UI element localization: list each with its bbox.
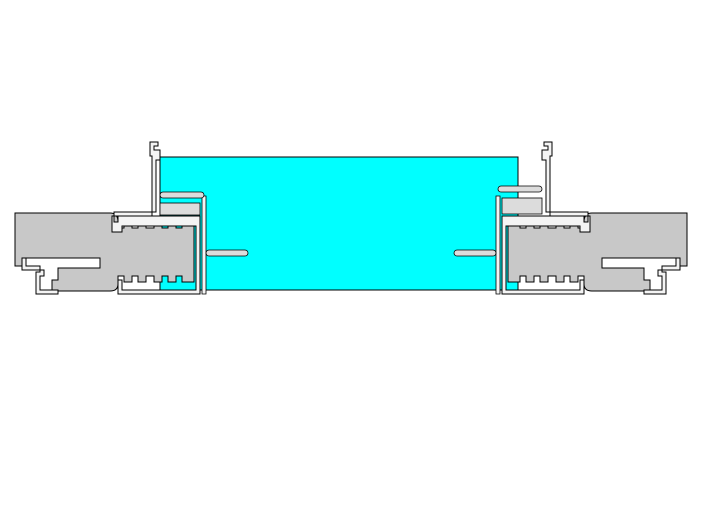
gasket-track-right bbox=[495, 195, 501, 295]
frame-profile-right bbox=[501, 141, 591, 295]
glazing-gasket-left-top bbox=[159, 191, 205, 199]
left-assembly bbox=[14, 141, 249, 295]
glazing-gasket-left-bottom bbox=[205, 249, 249, 257]
frame-nose-left bbox=[21, 257, 59, 295]
right-assembly bbox=[453, 141, 688, 295]
frame-profile-left bbox=[111, 141, 201, 295]
glazing-gasket-left-mid bbox=[159, 202, 201, 216]
glass-pane bbox=[159, 156, 519, 291]
glazing-gasket-right-bottom bbox=[453, 249, 497, 257]
gasket-track-left bbox=[201, 195, 207, 295]
glazing-gasket-right-top bbox=[497, 185, 543, 193]
glazing-gasket-right-mid bbox=[501, 197, 543, 215]
frame-nose-right bbox=[643, 257, 681, 295]
